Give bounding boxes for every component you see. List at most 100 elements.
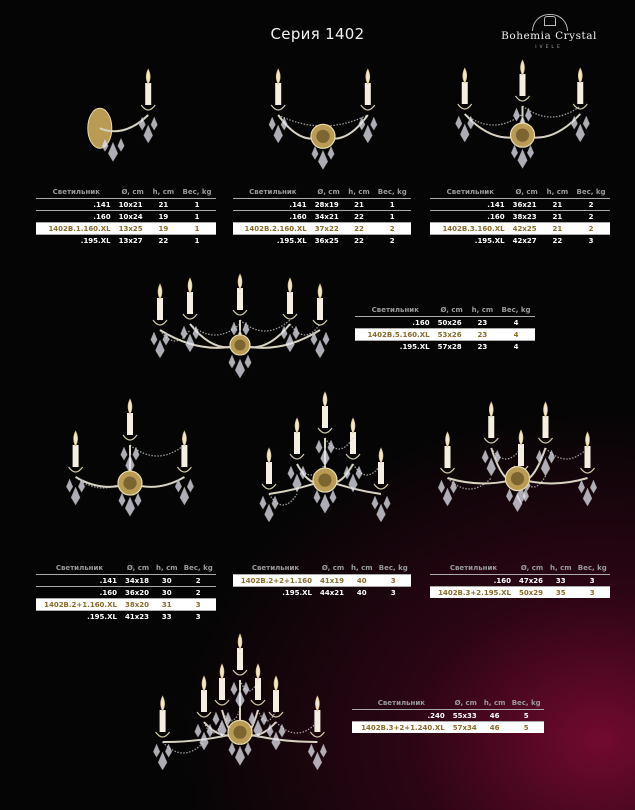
value-cell: 36x20 xyxy=(122,586,154,599)
value-cell: 1 xyxy=(373,210,411,223)
model-cell: 1402B.1.160.XL xyxy=(36,222,117,235)
value-cell: 23 xyxy=(467,316,498,329)
value-cell: 4 xyxy=(497,316,535,329)
column-header: Ø, cm xyxy=(317,188,340,196)
value-cell: 36x25 xyxy=(312,234,345,246)
value-cell: 22 xyxy=(542,234,573,246)
value-cell: 13x27 xyxy=(116,234,149,246)
sconce-3plus2-image xyxy=(430,398,605,528)
value-cell: 22 xyxy=(148,234,179,246)
logo-tagline: IVELE xyxy=(535,45,563,50)
value-cell: 21 xyxy=(542,222,573,235)
column-header: Ø, cm xyxy=(454,699,477,707)
value-cell: 31 xyxy=(153,598,181,611)
column-header: Светильник xyxy=(249,188,297,196)
model-cell: .195.XL xyxy=(233,234,313,246)
value-cell: 13x25 xyxy=(116,222,149,235)
sconce-2plus2plus1-image xyxy=(255,391,395,534)
value-cell: 1 xyxy=(373,198,411,211)
model-cell: .195.XL xyxy=(233,586,318,598)
value-cell: 22 xyxy=(344,222,374,235)
value-cell: 57x34 xyxy=(450,721,481,733)
column-header: Вес, kg xyxy=(377,188,407,196)
value-cell: 2 xyxy=(572,198,610,211)
value-cell: 37x22 xyxy=(312,222,345,235)
model-cell: .160 xyxy=(355,316,436,329)
value-cell: 3 xyxy=(574,586,610,598)
value-cell: 21 xyxy=(542,210,573,223)
model-cell: .240 xyxy=(352,709,451,722)
value-cell: 42x25 xyxy=(510,222,543,235)
column-header: Светильник xyxy=(251,564,300,572)
column-header: Ø, cm xyxy=(440,306,463,314)
brand-logo: Bohemia Crystal IVELE xyxy=(486,12,612,52)
value-cell: 3 xyxy=(574,574,610,587)
model-cell: 1402B.3.160.XL xyxy=(430,222,511,235)
column-header: Ø, cm xyxy=(520,564,544,572)
column-header: h, cm xyxy=(351,564,373,572)
value-cell: 28x19 xyxy=(312,198,345,211)
column-header: Вес, kg xyxy=(183,564,213,572)
value-cell: 2 xyxy=(373,234,411,246)
value-cell: 38x20 xyxy=(122,598,154,611)
sconce-2plus1-image xyxy=(50,395,210,537)
value-cell: 44x21 xyxy=(318,586,349,598)
value-cell: 22 xyxy=(344,210,374,223)
model-cell: .195.XL xyxy=(430,234,511,246)
column-header: Вес, kg xyxy=(511,699,541,707)
model-cell: .160 xyxy=(430,574,517,587)
column-header: Вес, kg xyxy=(576,188,606,196)
model-cell: .160 xyxy=(233,210,313,223)
value-cell: 5 xyxy=(508,721,544,733)
value-cell: 21 xyxy=(542,198,573,211)
model-cell: 1402B.3+2+1.240.XL xyxy=(352,721,451,733)
logo-crown-icon xyxy=(544,16,556,26)
value-cell: 30 xyxy=(153,574,181,587)
value-cell: 10x24 xyxy=(116,210,149,223)
value-cell: 23 xyxy=(467,340,498,352)
value-cell: 40 xyxy=(348,586,376,598)
column-header: h, cm xyxy=(156,564,178,572)
value-cell: 50x29 xyxy=(516,586,548,598)
column-header: Светильник xyxy=(371,306,419,314)
value-cell: 23 xyxy=(467,328,498,341)
value-cell: 53x26 xyxy=(435,328,468,341)
value-cell: 55x33 xyxy=(450,709,481,722)
value-cell: 1 xyxy=(178,210,216,223)
sconce-3plus2plus1-image xyxy=(150,630,330,795)
table-header-row: Светильник Ø, cm h, cm Вес, kg xyxy=(233,186,411,199)
column-header: h, cm xyxy=(348,188,370,196)
column-header: Светильник xyxy=(55,564,104,572)
column-header: Вес, kg xyxy=(378,564,408,572)
value-cell: 46 xyxy=(480,709,509,722)
value-cell: 46 xyxy=(480,721,509,733)
column-header: Светильник xyxy=(377,699,426,707)
column-header: Ø, cm xyxy=(121,188,144,196)
